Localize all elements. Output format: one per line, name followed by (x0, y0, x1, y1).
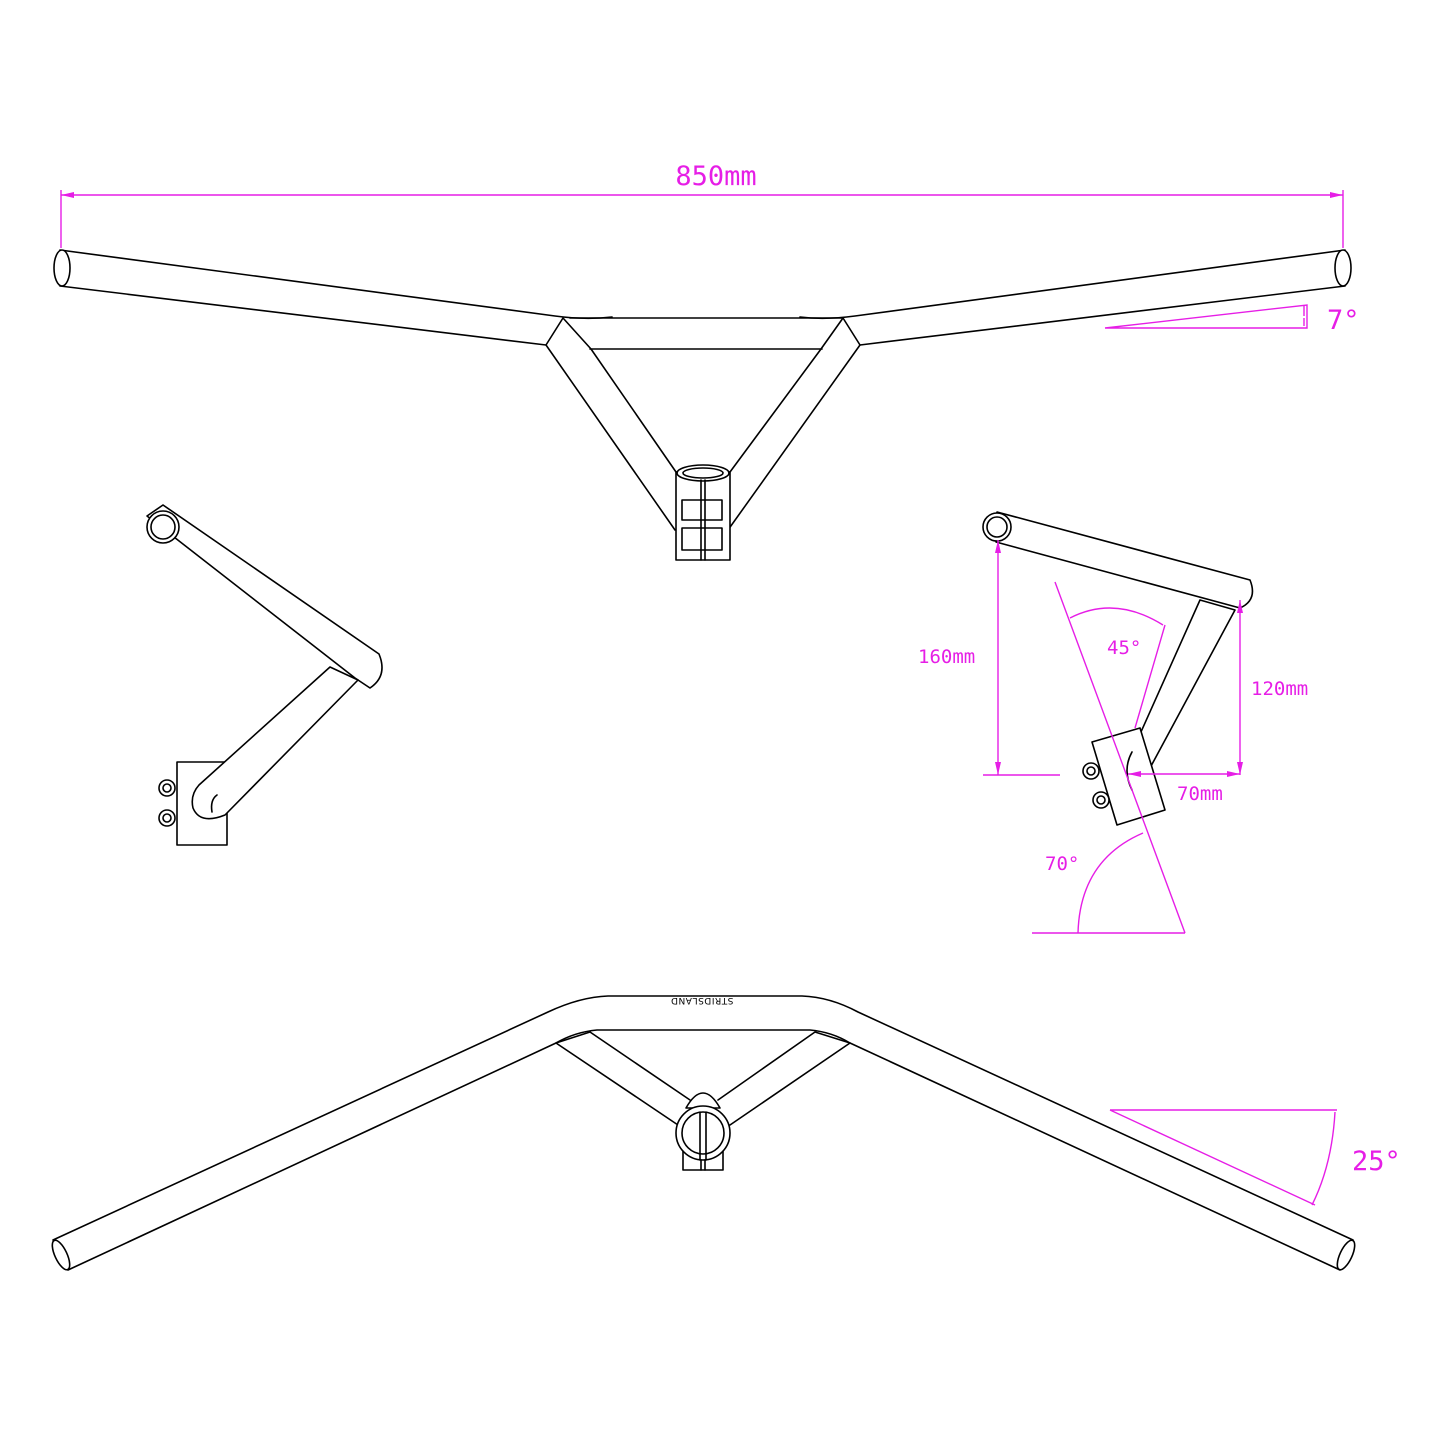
front-bottom-profile (67, 1029, 1341, 1271)
left-lower-tube (191, 666, 359, 820)
top-right-brace (727, 317, 861, 531)
top-stem-clamp (675, 464, 731, 561)
top-left-arm (59, 249, 613, 346)
upsweep-dimension: 7° (1104, 304, 1360, 336)
right-clamp-bolts (1082, 762, 1110, 809)
brand-text: STRIDSLAND (671, 995, 734, 1005)
front-stem-clamp (675, 1092, 731, 1171)
front-left-end-cap (51, 1239, 71, 1271)
front-view: STRIDSLAND 25° (51, 995, 1401, 1271)
upsweep-label: 7° (1327, 305, 1360, 336)
backsweep-dimension: 25° (1109, 1109, 1401, 1206)
top-left-brace (545, 317, 677, 531)
backsweep-label: 25° (1352, 1146, 1401, 1177)
right-side-view: 160mm 120mm 70mm 45° 70° (918, 511, 1308, 934)
front-right-brace (717, 1031, 851, 1126)
stem-angle-dimension: 70° (1032, 832, 1185, 934)
top-left-end-cap (53, 249, 71, 287)
top-right-end-cap (1334, 249, 1352, 287)
rise-dimension: 160mm (918, 540, 1060, 776)
rise-label: 160mm (918, 646, 975, 668)
reach-dimension: 70mm (1128, 771, 1240, 805)
top-view: 850mm 7° (53, 161, 1360, 561)
top-right-arm (799, 249, 1346, 346)
width-label: 850mm (675, 161, 756, 192)
front-left-brace (555, 1031, 691, 1126)
right-upper-tube (995, 511, 1254, 609)
front-right-end-cap (1336, 1239, 1356, 1271)
left-upper-tube (146, 504, 383, 689)
reach-label: 70mm (1177, 783, 1223, 805)
stem-angle-label: 70° (1045, 853, 1079, 875)
reach-height-dimension: 120mm (1237, 600, 1308, 775)
left-clamp-bolts (158, 779, 176, 827)
left-side-view (146, 504, 383, 846)
bend-angle-dimension: 45° (1054, 581, 1186, 934)
reach-height-label: 120mm (1251, 678, 1308, 700)
width-dimension: 850mm (60, 161, 1344, 248)
bend-angle-label: 45° (1107, 637, 1141, 659)
front-top-profile (52, 995, 1354, 1241)
